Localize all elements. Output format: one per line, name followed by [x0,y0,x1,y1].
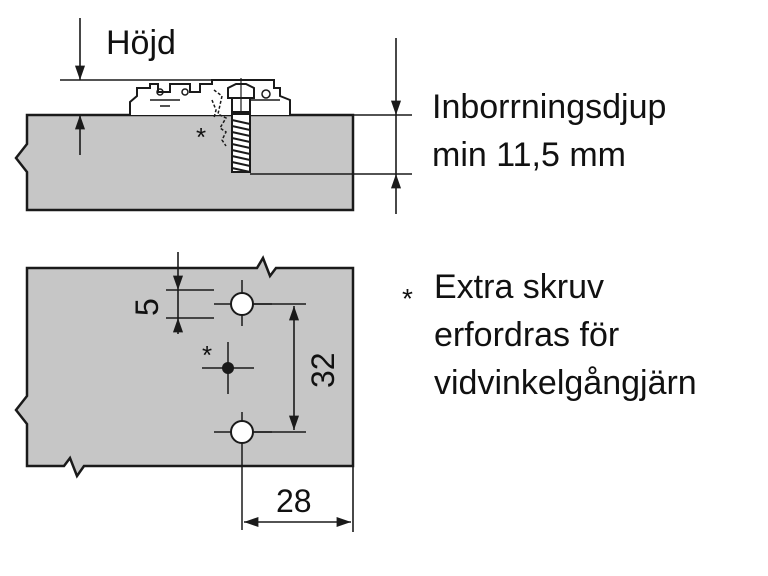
height-dimension [60,18,215,155]
dimension-32-label: 32 [305,352,341,388]
dimension-5 [166,252,214,334]
side-view-panel [14,113,355,212]
top-view: * 5 32 28 [14,252,355,532]
side-asterisk: * [196,122,206,152]
upper-screw-hole [230,292,254,316]
extra-screw-dashed [211,89,228,147]
drill-depth-label-line1: Inborrningsdjup [432,88,666,126]
note-marker: * [402,283,413,314]
dimension-28 [243,466,354,532]
top-asterisk: * [202,340,212,370]
note-line3: vidvinkelgångjärn [434,364,697,402]
lower-screw-hole [230,420,254,444]
dimension-28-label: 28 [276,483,312,519]
screw-thread [231,113,251,173]
note-line1: Extra skruv [434,268,605,306]
note-line2: erfordras för [434,316,620,354]
drill-depth-label-line2: min 11,5 mm [432,136,626,174]
dimension-5-label: 5 [129,298,165,316]
extra-screw-point [222,362,234,374]
side-view: Höjd * [14,18,412,214]
height-label: Höjd [106,24,176,62]
top-view-panel [14,255,355,479]
dimension-32 [252,303,306,433]
drill-depth-dimension [250,38,412,214]
